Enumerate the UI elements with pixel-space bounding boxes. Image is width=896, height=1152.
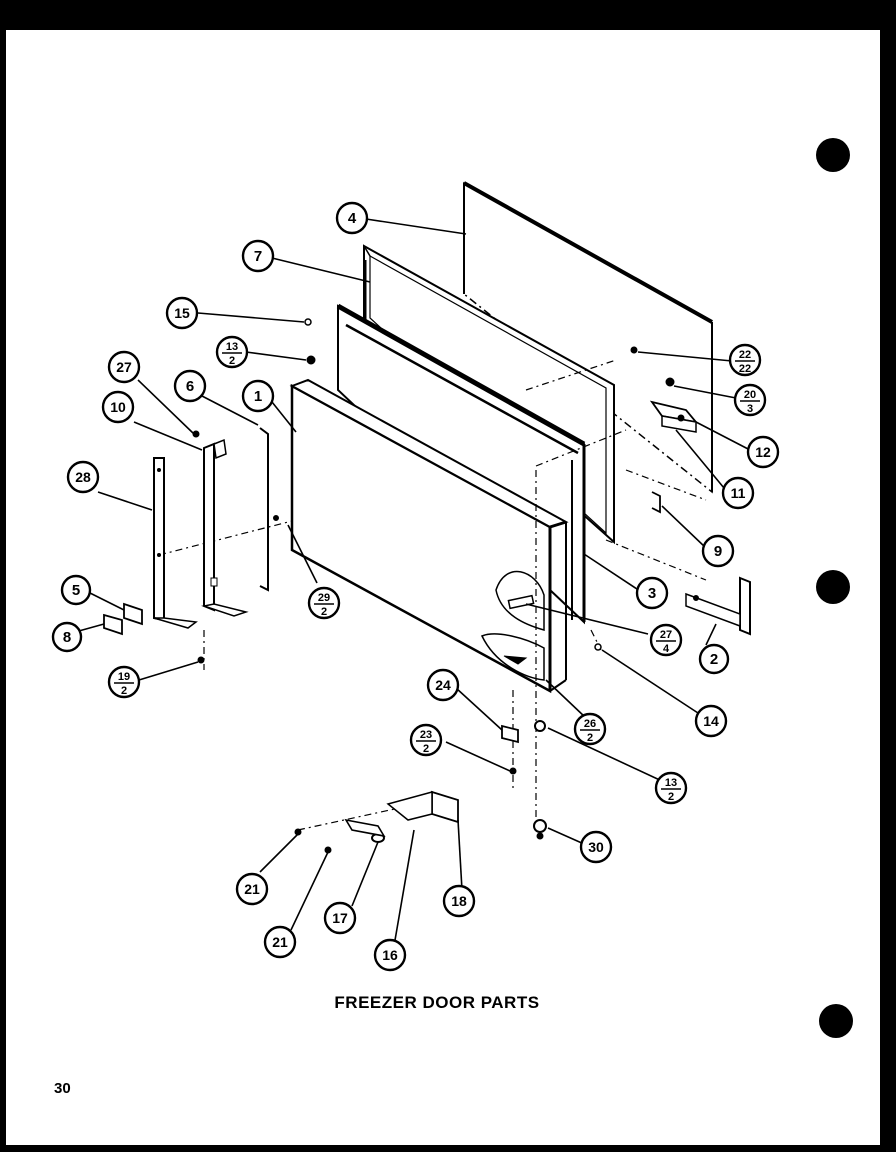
callout-7: 7 xyxy=(241,239,275,273)
callout-4: 4 xyxy=(335,201,369,235)
small-hardware xyxy=(192,318,675,854)
part-10-bracket xyxy=(204,440,246,616)
svg-text:6: 6 xyxy=(186,378,194,395)
svg-text:3: 3 xyxy=(747,403,753,415)
svg-text:15: 15 xyxy=(174,305,190,321)
svg-text:22: 22 xyxy=(739,363,751,375)
svg-text:29: 29 xyxy=(318,592,330,604)
callout-24: 24 xyxy=(426,668,460,702)
svg-text:2: 2 xyxy=(710,651,718,668)
callout-1: 1 xyxy=(241,379,275,413)
callout-2: 2 xyxy=(698,643,730,675)
part-4-panel xyxy=(464,183,712,492)
svg-text:27: 27 xyxy=(116,359,132,375)
svg-text:2: 2 xyxy=(587,732,593,744)
callout-28: 28 xyxy=(66,460,100,494)
callout-26-2: 26 2 xyxy=(573,712,607,746)
svg-text:1: 1 xyxy=(254,388,262,405)
svg-text:21: 21 xyxy=(272,934,288,950)
callout-27: 27 xyxy=(107,350,141,384)
callout-13-2-upper: 13 2 xyxy=(215,335,249,369)
callout-20-3: 20 3 xyxy=(733,383,767,417)
svg-text:3: 3 xyxy=(648,585,656,602)
parts-page: 4 7 15 13 2 27 6 1 10 28 22 22 20 3 12 xyxy=(6,30,880,1145)
callout-21-upper: 21 xyxy=(235,872,269,906)
callout-3: 3 xyxy=(635,576,669,610)
callout-9: 9 xyxy=(701,534,735,568)
svg-text:26: 26 xyxy=(584,718,596,730)
part-5-clip xyxy=(124,604,142,624)
callout-10: 10 xyxy=(101,390,135,424)
callout-29-2: 29 2 xyxy=(307,586,341,620)
part-24-block xyxy=(502,726,518,742)
callout-23-2: 23 2 xyxy=(409,723,443,757)
svg-text:13: 13 xyxy=(226,341,238,353)
part-12-hinge xyxy=(652,402,696,432)
svg-text:17: 17 xyxy=(332,910,348,926)
svg-text:4: 4 xyxy=(348,210,357,227)
leader-lines xyxy=(67,218,751,947)
svg-text:8: 8 xyxy=(63,629,71,646)
svg-text:20: 20 xyxy=(744,389,756,401)
assembly-lines xyxy=(158,359,707,831)
binder-hole-middle xyxy=(816,570,850,604)
svg-text:19: 19 xyxy=(118,671,130,683)
svg-text:4: 4 xyxy=(663,643,670,655)
part-8-clip xyxy=(104,615,122,634)
callout-16: 16 xyxy=(373,938,407,972)
part-16-plate xyxy=(346,820,384,836)
svg-text:22: 22 xyxy=(739,349,751,361)
exploded-parts-diagram: 4 7 15 13 2 27 6 1 10 28 22 22 20 3 12 xyxy=(51,138,853,1097)
part-9-clip xyxy=(652,492,660,512)
callout-27-4: 27 4 xyxy=(649,623,683,657)
svg-text:24: 24 xyxy=(435,677,451,693)
svg-text:14: 14 xyxy=(703,713,719,729)
callout-18: 18 xyxy=(442,884,476,918)
svg-text:18: 18 xyxy=(451,893,467,909)
callout-14: 14 xyxy=(694,704,728,738)
page-number: 30 xyxy=(54,1080,71,1097)
svg-text:11: 11 xyxy=(731,485,746,501)
callout-30: 30 xyxy=(579,830,613,864)
callout-15: 15 xyxy=(165,296,199,330)
svg-text:2: 2 xyxy=(229,355,235,367)
svg-text:2: 2 xyxy=(668,791,674,803)
svg-text:12: 12 xyxy=(755,444,771,460)
callout-22-22: 22 22 xyxy=(728,343,762,377)
svg-text:5: 5 xyxy=(72,582,80,599)
binder-hole-top xyxy=(816,138,850,172)
callout-12: 12 xyxy=(746,435,780,469)
part-6-strip xyxy=(260,428,268,590)
svg-text:2: 2 xyxy=(321,606,327,618)
callout-13-2-lower: 13 2 xyxy=(654,771,688,805)
diagram-title: FREEZER DOOR PARTS xyxy=(334,993,539,1012)
callout-5: 5 xyxy=(60,574,92,606)
part-1-door xyxy=(292,380,566,691)
svg-text:30: 30 xyxy=(588,839,604,855)
callout-21-lower: 21 xyxy=(263,925,297,959)
svg-text:21: 21 xyxy=(244,881,260,897)
svg-text:28: 28 xyxy=(75,469,91,485)
svg-text:7: 7 xyxy=(254,248,262,265)
callout-6: 6 xyxy=(173,369,207,403)
callout-17: 17 xyxy=(323,901,357,935)
svg-text:27: 27 xyxy=(660,629,672,641)
svg-text:16: 16 xyxy=(382,947,398,963)
part-2-bracket xyxy=(686,578,750,634)
svg-text:23: 23 xyxy=(420,729,432,741)
binder-hole-bottom xyxy=(819,1004,853,1038)
part-18-hinge xyxy=(388,792,458,822)
svg-text:2: 2 xyxy=(121,685,127,697)
callout-19-2: 19 2 xyxy=(107,665,141,699)
callout-11: 11 xyxy=(721,476,755,510)
svg-text:10: 10 xyxy=(110,399,126,415)
callout-8: 8 xyxy=(51,621,83,653)
svg-text:2: 2 xyxy=(423,743,429,755)
svg-text:13: 13 xyxy=(665,777,677,789)
part-28-bar xyxy=(154,458,196,628)
svg-text:9: 9 xyxy=(714,543,722,560)
